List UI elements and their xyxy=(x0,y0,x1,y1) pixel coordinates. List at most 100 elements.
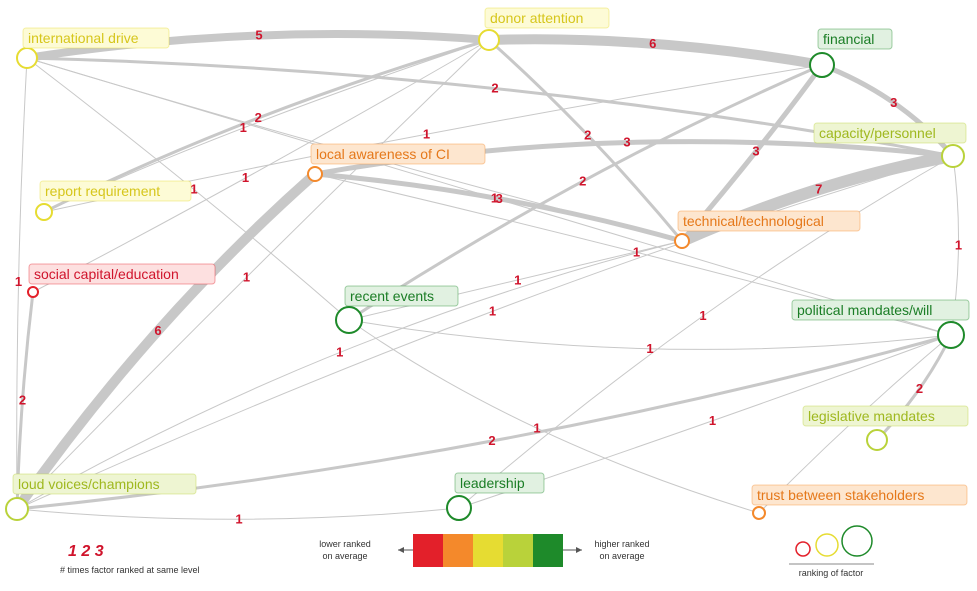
node-donor-label-box xyxy=(484,7,610,29)
edge-loud-techno xyxy=(16,240,683,510)
legend-rank-large-icon xyxy=(841,525,873,557)
edge-weight: 2 xyxy=(491,81,498,96)
edge-donor-loud xyxy=(16,39,490,510)
edge-weight: 1 xyxy=(491,190,498,205)
node-leadership-label-box xyxy=(454,472,545,494)
edge-recent-financial xyxy=(347,63,824,322)
edge-weight: 2 xyxy=(584,127,591,142)
legend-lower-label-line2: on average xyxy=(322,551,367,561)
node-trust-label-box xyxy=(751,484,968,506)
node-financial-label-box xyxy=(817,28,893,50)
node-social-label-box xyxy=(28,263,216,285)
node-localaw-label-box xyxy=(310,143,486,165)
legend: 1 2 3 # times factor ranked at same leve… xyxy=(60,525,874,578)
legend-arrow-left-icon xyxy=(398,547,404,553)
legend-rank-caption: ranking of factor xyxy=(799,568,864,578)
node-legislative-circle xyxy=(866,429,888,451)
node-donor-circle xyxy=(478,29,500,51)
node-trust-circle xyxy=(752,506,766,520)
node-political-label: political mandates/will xyxy=(797,302,932,318)
edge-weight: 7 xyxy=(815,181,822,196)
node-political-circle xyxy=(937,321,965,349)
edge-intl-loud xyxy=(16,57,28,510)
node-trust-label: trust between stakeholders xyxy=(757,487,924,503)
node-leadership-circle xyxy=(446,495,472,521)
edge-weight: 1 xyxy=(15,274,22,289)
edge-weight: 5 xyxy=(255,28,262,43)
edge-weight: 1 xyxy=(423,126,430,141)
node-report-label: report requirement xyxy=(45,183,160,199)
node-capacity-label: capacity/personnel xyxy=(819,125,936,141)
node-capacity-circle xyxy=(941,144,965,168)
legend-rank-medium-icon xyxy=(815,533,839,557)
edge-weight: 6 xyxy=(154,323,161,338)
legend-rank-small-icon xyxy=(795,541,811,557)
legend-weights-sample: 1 2 3 xyxy=(68,543,104,560)
edge-weight: 1 xyxy=(699,308,706,323)
legend-swatch-orange xyxy=(443,534,473,567)
node-capacity-label-box xyxy=(813,122,967,144)
edge-weight: 3 xyxy=(496,191,503,206)
edge-weight: 1 xyxy=(336,345,343,360)
edge-weight: 1 xyxy=(240,120,247,135)
edge-weight: 1 xyxy=(646,341,653,356)
node-recent-label: recent events xyxy=(350,288,434,304)
edge-weight: 1 xyxy=(514,272,521,287)
edge-weight: 2 xyxy=(916,381,923,396)
nodes-layer xyxy=(5,29,965,521)
node-legislative-label: legislative mandates xyxy=(808,408,935,424)
edge-recent-techno xyxy=(348,240,683,321)
edge-weight: 2 xyxy=(255,110,262,125)
edge-trust-recent xyxy=(348,319,760,514)
edge-weight: 2 xyxy=(488,433,495,448)
edge-leadership-capacity xyxy=(458,155,954,509)
edge-weight: 1 xyxy=(533,420,540,435)
node-social-circle xyxy=(27,286,39,298)
edge-weight: 3 xyxy=(623,135,630,150)
legend-swatch-lightgreen xyxy=(503,534,533,567)
edge-intl-political xyxy=(26,57,952,336)
node-report-label-box xyxy=(39,180,192,202)
edge-localaw-techno xyxy=(312,171,685,244)
edge-weight: 6 xyxy=(649,36,656,51)
node-report-circle xyxy=(35,203,53,221)
edge-donor-social xyxy=(32,39,490,293)
edge-loud-localaw xyxy=(12,169,320,514)
node-recent-circle xyxy=(335,306,363,334)
edge-weight: 1 xyxy=(235,511,242,526)
legend-higher-label-line2: on average xyxy=(599,551,644,561)
edge-donor-financial xyxy=(484,34,827,70)
node-intl-label-box xyxy=(22,27,170,49)
edge-weight: 2 xyxy=(579,173,586,188)
edge-weight: 1 xyxy=(955,237,962,252)
edge-weight: 1 xyxy=(709,413,716,428)
node-social-label: social capital/education xyxy=(34,266,179,282)
node-political-label-box xyxy=(791,299,970,321)
node-techno-circle xyxy=(674,233,690,249)
edge-weight: 1 xyxy=(633,244,640,259)
node-financial-circle xyxy=(809,52,835,78)
edge-weight: 3 xyxy=(890,95,897,110)
edge-weight: 2 xyxy=(19,392,26,407)
node-localaw-circle xyxy=(307,166,323,182)
edge-weight: 1 xyxy=(242,170,249,185)
legend-weights-caption: # times factor ranked at same level xyxy=(60,565,200,575)
legend-swatch-yellow xyxy=(473,534,503,567)
legend-arrow-right-icon xyxy=(576,547,582,553)
node-leadership-label: leadership xyxy=(460,475,525,491)
edge-donor-techno xyxy=(487,38,684,243)
edge-weight: 1 xyxy=(243,269,250,284)
legend-lower-label-line1: lower ranked xyxy=(319,539,371,549)
legend-swatch-red xyxy=(413,534,443,567)
node-loud-circle xyxy=(5,497,29,521)
node-intl-label: international drive xyxy=(28,30,139,46)
edge-loud-capacity xyxy=(16,155,954,510)
legend-swatch-darkgreen xyxy=(533,534,563,567)
node-techno-label-box xyxy=(677,210,861,232)
edge-weight: 3 xyxy=(752,144,759,159)
node-loud-label-box xyxy=(12,473,197,495)
legend-higher-label-line1: higher ranked xyxy=(594,539,649,549)
node-intl-circle xyxy=(16,47,38,69)
